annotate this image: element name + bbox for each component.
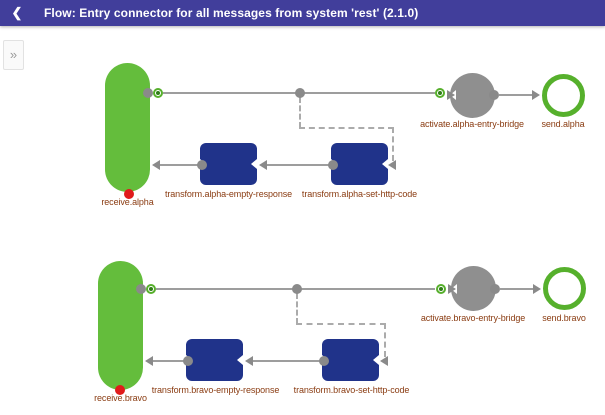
page-title: Flow: Entry connector for all messages f…	[44, 6, 419, 20]
monitor-port-icon	[153, 88, 163, 98]
send-endpoint[interactable]	[543, 267, 586, 310]
component-label: activate.alpha-entry-bridge	[420, 119, 524, 129]
connection-source-dot	[136, 284, 146, 294]
notch	[373, 355, 379, 365]
component-label: receive.bravo	[94, 393, 147, 403]
chevron-double-right-icon: »	[9, 47, 18, 62]
arrowhead-icon	[447, 90, 455, 100]
component-label: transform.alpha-empty-response	[164, 189, 293, 199]
connection-line	[499, 94, 533, 96]
component-label: send.alpha	[541, 119, 585, 129]
dashed-connection-line	[299, 97, 301, 128]
dashed-connection-line	[296, 293, 298, 324]
monitor-port-icon	[435, 88, 445, 98]
component-label: receive.alpha	[101, 197, 154, 207]
arrowhead-icon	[388, 160, 396, 170]
arrowhead-icon	[380, 356, 388, 366]
error-indicator-dot	[124, 189, 134, 199]
dashed-connection-line	[296, 323, 386, 325]
transform-component[interactable]	[200, 143, 257, 185]
component-label: transform.bravo-set-http-code	[293, 385, 410, 395]
send-endpoint[interactable]	[542, 74, 585, 117]
dashed-connection-line	[299, 127, 394, 129]
connection-source-dot	[183, 356, 193, 366]
component-label: activate.bravo-entry-bridge	[420, 313, 526, 323]
connection-line	[248, 360, 324, 362]
branch-dot	[295, 88, 305, 98]
dashed-connection-line	[384, 323, 386, 357]
dashed-connection-line	[392, 127, 394, 161]
back-button[interactable]: ❮	[11, 5, 23, 20]
monitor-port-icon	[436, 284, 446, 294]
notch	[251, 159, 257, 169]
arrowhead-icon	[145, 356, 153, 366]
arrowhead-icon	[245, 356, 253, 366]
monitor-port-icon	[146, 284, 156, 294]
activate-bridge-component[interactable]	[450, 73, 495, 118]
arrowhead-icon	[152, 160, 160, 170]
component-label: transform.alpha-set-http-code	[301, 189, 418, 199]
connection-source-dot	[490, 284, 500, 294]
arrowhead-icon	[532, 90, 540, 100]
connection-line	[262, 164, 333, 166]
header-bar: ❮ Flow: Entry connector for all messages…	[0, 0, 605, 26]
receive-endpoint[interactable]	[98, 261, 143, 390]
branch-dot	[292, 284, 302, 294]
connection-line	[150, 360, 189, 362]
connection-source-dot	[143, 88, 153, 98]
connection-line	[500, 288, 534, 290]
notch	[382, 159, 388, 169]
connection-source-dot	[197, 160, 207, 170]
component-label: send.bravo	[542, 313, 586, 323]
transform-component[interactable]	[322, 339, 379, 381]
arrowhead-icon	[533, 284, 541, 294]
component-label: transform.bravo-empty-response	[151, 385, 280, 395]
transform-component[interactable]	[186, 339, 243, 381]
error-indicator-dot	[115, 385, 125, 395]
connection-source-dot	[328, 160, 338, 170]
receive-endpoint[interactable]	[105, 63, 150, 192]
connection-line	[157, 164, 203, 166]
notch	[237, 355, 243, 365]
arrowhead-icon	[448, 284, 456, 294]
arrowhead-icon	[259, 160, 267, 170]
connection-source-dot	[489, 90, 499, 100]
connection-source-dot	[319, 356, 329, 366]
expand-sidebar-button[interactable]: »	[3, 40, 24, 70]
activate-bridge-component[interactable]	[451, 266, 496, 311]
transform-component[interactable]	[331, 143, 388, 185]
